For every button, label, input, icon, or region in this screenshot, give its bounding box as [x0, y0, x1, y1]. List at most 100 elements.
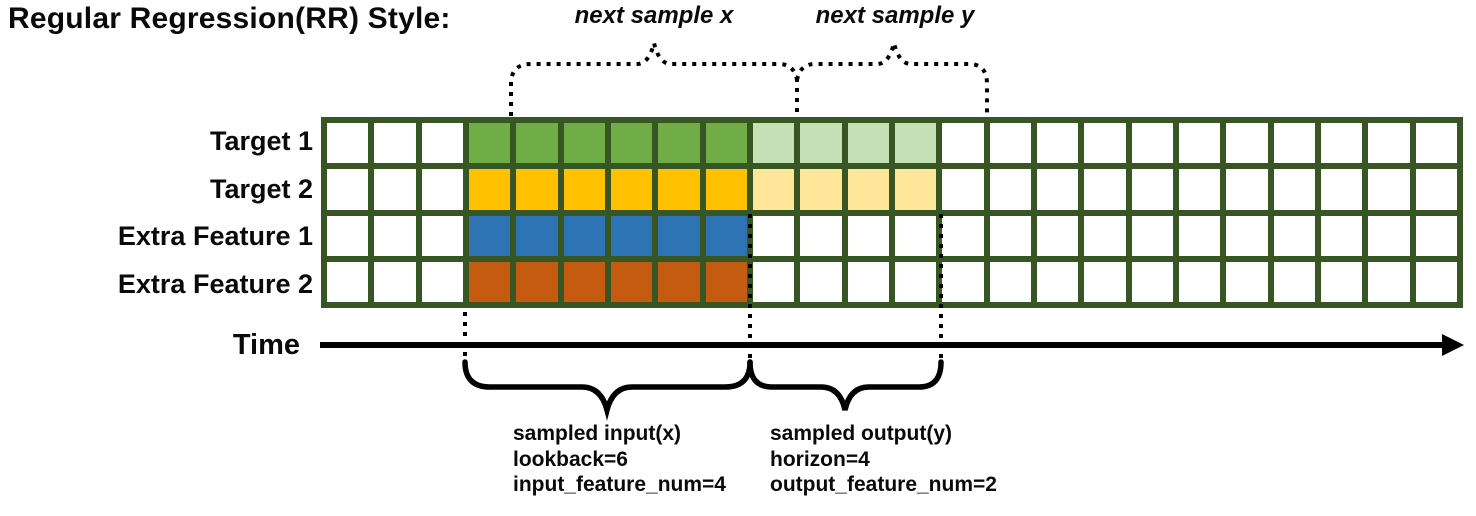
- grid-cell: [468, 169, 511, 210]
- grid-cell: [1226, 215, 1268, 256]
- grid-cell: [1320, 215, 1363, 256]
- grid-cell: [1178, 169, 1221, 210]
- horizon-value: horizon=4: [770, 447, 870, 471]
- sampled-output-brace: [747, 359, 944, 411]
- grid-cell: [421, 169, 463, 210]
- grid-cell: [327, 261, 369, 302]
- grid-cell: [1273, 123, 1315, 164]
- row-label-extra-feature-1: Extra Feature 1: [117, 221, 313, 251]
- grid-cell: [1415, 169, 1457, 210]
- grid-cell: [1415, 123, 1457, 164]
- grid-cell: [610, 123, 653, 164]
- grid-cell: [1415, 261, 1457, 302]
- grid-cell: [752, 169, 795, 210]
- grid-cell: [894, 169, 937, 210]
- grid-cell: [989, 123, 1031, 164]
- grid-cell: [563, 123, 605, 164]
- grid-cell: [1320, 169, 1363, 210]
- grid-cell: [658, 261, 700, 302]
- grid-cell: [989, 169, 1031, 210]
- grid-cell: [516, 123, 558, 164]
- grid-cell: [989, 261, 1031, 302]
- grid-cell: [1320, 123, 1363, 164]
- grid-cell: [1178, 261, 1221, 302]
- grid-cell: [374, 123, 416, 164]
- grid-cell: [942, 123, 984, 164]
- grid-cell: [1131, 215, 1173, 256]
- grid-cell: [894, 261, 937, 302]
- grid-cell: [516, 215, 558, 256]
- grid-cell: [1273, 215, 1315, 256]
- grid-cell: [327, 215, 369, 256]
- grid-cell: [1273, 261, 1315, 302]
- time-arrow: [320, 334, 1464, 356]
- grid-cell: [705, 123, 747, 164]
- grid-cell: [752, 261, 795, 302]
- grid-cell: [1273, 169, 1315, 210]
- grid-cell: [563, 261, 605, 302]
- grid-cell: [1131, 261, 1173, 302]
- grid-cell: [1036, 261, 1079, 302]
- grid-cell: [894, 215, 937, 256]
- grid-cell: [942, 169, 984, 210]
- input-feature-num-value: input_feature_num=4: [513, 473, 726, 496]
- grid-cell: [847, 261, 889, 302]
- grid-cell: [1368, 261, 1410, 302]
- grid-cell: [421, 215, 463, 256]
- grid-cell: [1131, 169, 1173, 210]
- grid-cell: [468, 123, 511, 164]
- row-label-extra-feature-2: Extra Feature 2: [117, 269, 313, 299]
- grid-cell: [610, 215, 653, 256]
- grid-cell: [1036, 215, 1079, 256]
- grid-cell: [1131, 123, 1173, 164]
- time-axis-label: Time: [232, 329, 300, 361]
- grid-cell: [1226, 261, 1268, 302]
- grid-cell: [658, 169, 700, 210]
- grid-cell: [1368, 169, 1410, 210]
- grid-cell: [705, 169, 747, 210]
- grid-cell: [942, 215, 984, 256]
- grid-cell: [1178, 123, 1221, 164]
- grid-cell: [705, 215, 747, 256]
- grid-cell: [563, 215, 605, 256]
- grid-cell: [705, 261, 747, 302]
- lookback-value: lookback=6: [513, 447, 628, 471]
- next-sample-y-brace: [795, 42, 989, 116]
- grid-cell: [1084, 215, 1126, 256]
- grid-cell: [800, 123, 842, 164]
- grid-cell: [800, 261, 842, 302]
- grid-cell: [468, 215, 511, 256]
- grid-cell: [1368, 215, 1410, 256]
- grid-cell: [421, 123, 463, 164]
- next-sample-x-label: next sample x: [574, 2, 734, 29]
- diagram-title: Regular Regression(RR) Style:: [8, 2, 451, 35]
- grid-cell: [1178, 215, 1221, 256]
- row-label-target-2: Target 2: [209, 174, 313, 204]
- grid-cell: [989, 215, 1031, 256]
- grid-cell: [421, 261, 463, 302]
- grid-cell: [658, 215, 700, 256]
- grid-cell: [942, 261, 984, 302]
- grid-cell: [1415, 215, 1457, 256]
- grid-cell: [752, 123, 795, 164]
- sampled-input-note: sampled input(x) lookback=6 input_featur…: [513, 421, 726, 498]
- grid-cell: [1036, 123, 1079, 164]
- grid-cell: [374, 169, 416, 210]
- grid-cell: [1036, 169, 1079, 210]
- time-arrowhead: [1442, 334, 1464, 356]
- sampled-input-brace: [462, 359, 753, 421]
- grid-cell: [1084, 261, 1126, 302]
- grid: [321, 117, 1463, 308]
- grid-cell: [1084, 123, 1126, 164]
- grid-cell: [468, 261, 511, 302]
- grid-cell: [800, 169, 842, 210]
- grid-cell: [563, 169, 605, 210]
- grid-cell: [516, 169, 558, 210]
- grid-cell: [610, 169, 653, 210]
- grid-cell: [847, 123, 889, 164]
- grid-cell: [1226, 123, 1268, 164]
- sampled-input-title: sampled input(x): [513, 422, 682, 445]
- row-label-target-1: Target 1: [209, 126, 313, 156]
- grid-cell: [327, 123, 369, 164]
